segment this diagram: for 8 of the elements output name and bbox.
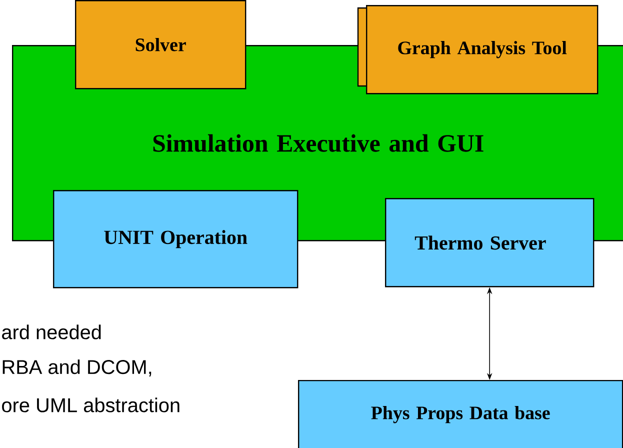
solver-box: Solver: [75, 0, 246, 90]
note-text: ore UML abstraction: [2, 398, 180, 412]
database-box: Phys Props Data base: [298, 380, 623, 448]
tool-box: Graph Analysis Tool: [357, 5, 598, 94]
note-text: RBA and DCOM,: [2, 360, 152, 376]
unit-box: UNIT Operation: [53, 190, 298, 288]
note-text: ard needed: [2, 324, 101, 340]
server-box: Thermo Server: [385, 198, 594, 288]
